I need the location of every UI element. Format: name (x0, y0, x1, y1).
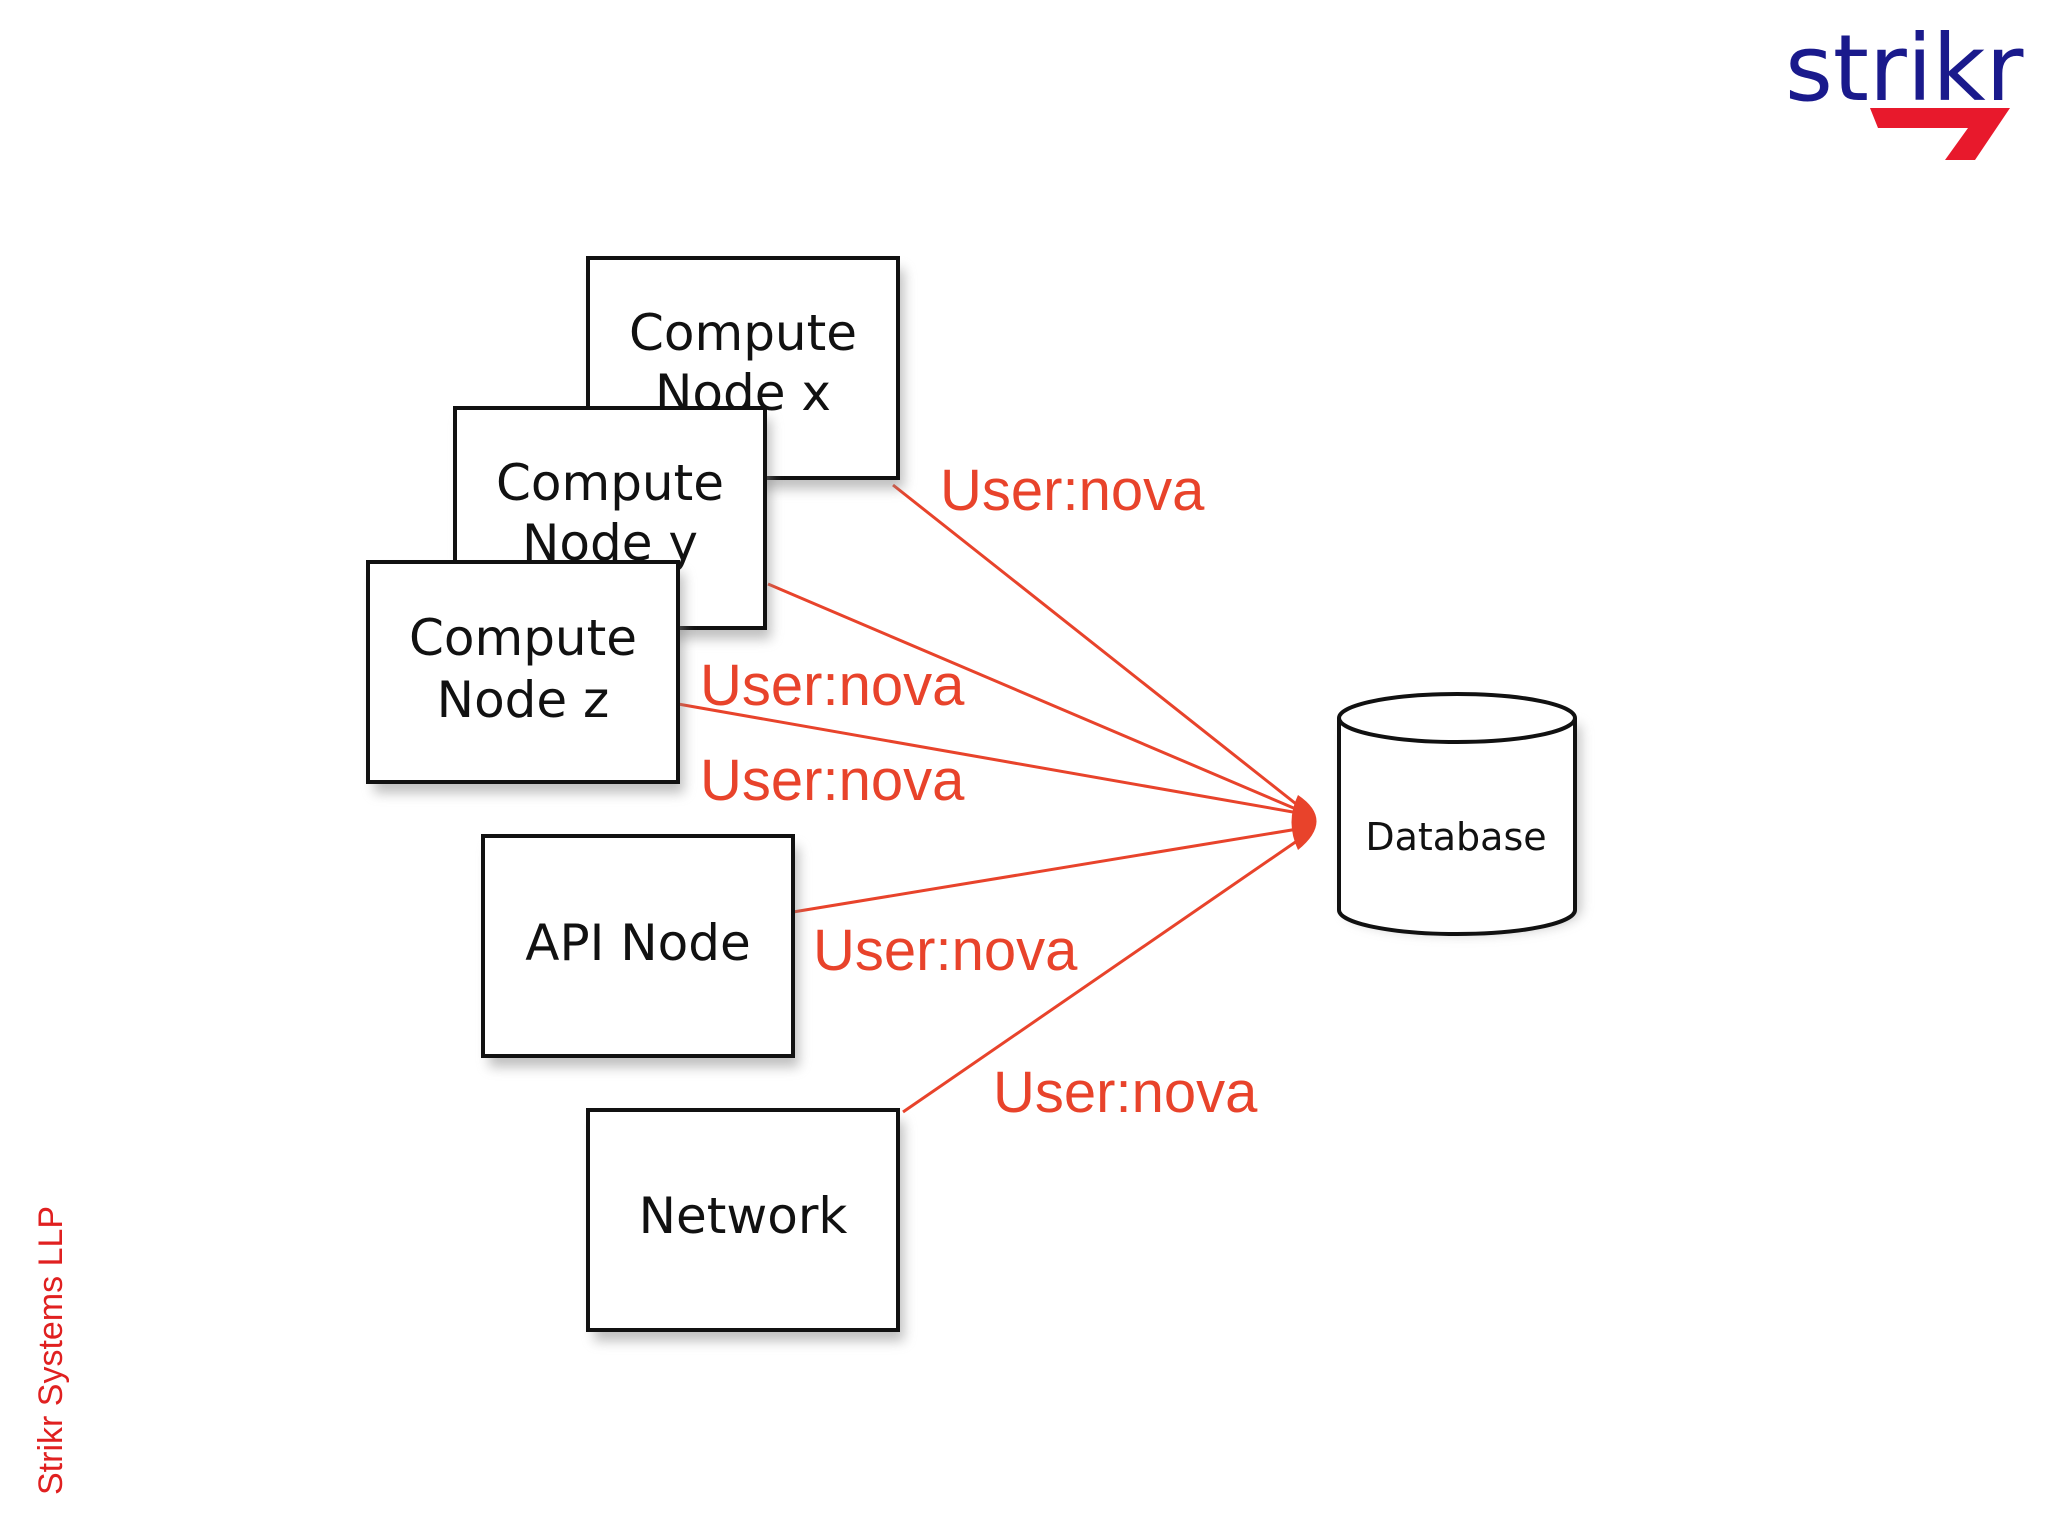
network-node-label: Network (639, 1187, 848, 1245)
database-label: Database (1365, 815, 1546, 859)
node-database: Database (1337, 692, 1581, 936)
edge-connector-icon (1291, 795, 1317, 850)
database-top (1337, 692, 1577, 744)
edges-layer (677, 483, 1317, 1114)
edge-network-db (902, 830, 1311, 1114)
edge-label-compute-x: User:nova (940, 458, 1205, 523)
api-node-label: API Node (525, 914, 751, 972)
strikr-logo: strikr (1785, 15, 2024, 160)
company-footer: Strikr Systems LLP (32, 1206, 70, 1495)
compute-node-z-line2: Node z (437, 671, 610, 729)
compute-node-z-line1: Compute (409, 609, 637, 667)
database-body (1337, 718, 1577, 936)
edge-label-network: User:nova (993, 1060, 1258, 1125)
compute-node-x-line1: Compute (629, 304, 857, 362)
compute-node-z-box (366, 560, 680, 784)
node-compute-z: Compute Node z (366, 560, 684, 793)
network-node-box (586, 1108, 900, 1332)
edge-label-compute-y: User:nova (700, 653, 965, 718)
edge-compute-z-db (677, 702, 1311, 817)
edge-compute-y-db (767, 582, 1311, 817)
edge-labels: User:nova User:nova User:nova User:nova … (700, 458, 1258, 1125)
node-api: API Node (481, 834, 799, 1067)
edge-compute-x-db (892, 483, 1311, 817)
edge-label-compute-z: User:nova (700, 748, 965, 813)
edge-api-db (792, 825, 1311, 914)
compute-node-y-line1: Compute (496, 454, 724, 512)
logo-wordmark: strikr (1785, 15, 2024, 122)
logo-arrow-icon (1870, 108, 2010, 160)
edge-label-api: User:nova (813, 918, 1078, 983)
api-node-box (481, 834, 795, 1058)
node-network: Network (586, 1108, 904, 1341)
